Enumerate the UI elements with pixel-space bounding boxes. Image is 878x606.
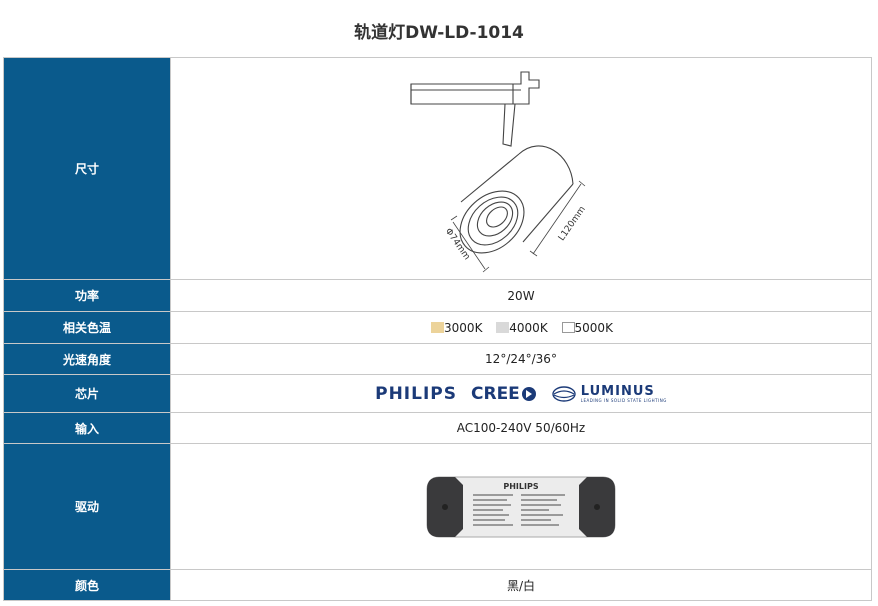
philips-logo: PHILIPS [375, 383, 457, 404]
luminus-logo: LUMINUS LEADING IN SOLID STATE LIGHTING [551, 385, 667, 403]
color-value: 黑/白 [170, 569, 872, 601]
row-chip: 芯片 PHILIPS CREE [3, 374, 872, 413]
row-beam-angle: 光速角度 12°/24°/36° [3, 343, 872, 375]
color-temp-4000k-text: 4000K [509, 320, 548, 335]
row-label-beam-angle: 光速角度 [3, 343, 171, 375]
spec-table: 尺寸 [3, 57, 872, 601]
row-label-input: 输入 [3, 412, 171, 444]
color-temp-4000k: 4000K [494, 320, 548, 335]
color-temp-3000k: 3000K [429, 321, 482, 335]
input-value: AC100-240V 50/60Hz [170, 412, 872, 444]
cree-logo: CREE [471, 384, 537, 404]
row-label-size: 尺寸 [3, 57, 171, 280]
swatch-3000k [431, 321, 445, 333]
row-label-power: 功率 [3, 279, 171, 312]
luminus-globe-icon [552, 385, 576, 402]
cree-arrow-icon [521, 386, 536, 401]
row-driver: 驱动 PHILIPS [3, 443, 872, 570]
row-size: 尺寸 [3, 57, 872, 280]
color-temp-5000k: 5000K [560, 321, 613, 335]
size-drawing-cell: Φ74mm L120mm [170, 57, 872, 280]
chip-brands: PHILIPS CREE LUMINUS [171, 384, 871, 404]
luminus-logo-text: LUMINUS [580, 383, 655, 399]
row-label-driver: 驱动 [3, 443, 171, 570]
row-input: 输入 AC100-240V 50/60Hz [3, 412, 872, 444]
color-temp-options: 3000K 4000K 5000K [170, 311, 872, 344]
swatch-4000k [496, 321, 510, 333]
power-value: 20W [170, 279, 872, 312]
beam-angle-value: 12°/24°/36° [170, 343, 872, 375]
page-title: 轨道灯DW-LD-1014 [354, 23, 524, 43]
track-light-drawing: Φ74mm L120mm [410, 70, 588, 272]
dim-diameter-label: Φ74mm [443, 226, 472, 261]
cree-logo-text: CREE [471, 383, 520, 404]
driver-image: PHILIPS [426, 476, 616, 537]
luminus-tagline: LEADING IN SOLID STATE LIGHTING [580, 397, 667, 403]
row-color-temp: 相关色温 3000K 4000K 5000K [3, 311, 872, 344]
row-power: 功率 20W [3, 279, 872, 312]
row-color: 颜色 黑/白 [3, 569, 872, 601]
row-label-color-temp: 相关色温 [3, 311, 171, 344]
dim-length-label: L120mm [557, 204, 588, 242]
chip-brands-cell: PHILIPS CREE LUMINUS [170, 374, 872, 413]
color-temp-3000k-text: 3000K [444, 320, 483, 335]
row-label-chip: 芯片 [3, 374, 171, 413]
row-label-color: 颜色 [3, 569, 171, 601]
color-temp-5000k-text: 5000K [574, 320, 613, 335]
driver-image-cell: PHILIPS [170, 443, 872, 570]
swatch-5000k [561, 321, 575, 333]
driver-brand-text: PHILIPS [503, 482, 538, 491]
